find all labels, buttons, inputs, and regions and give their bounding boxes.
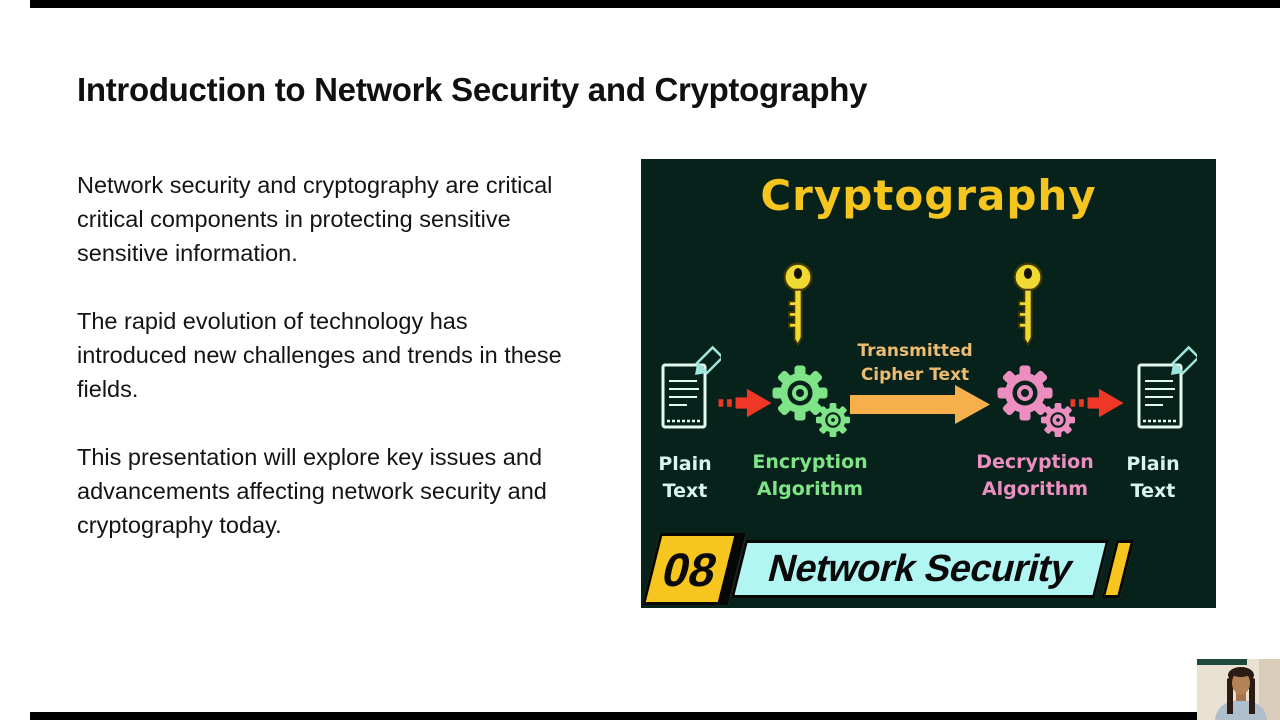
plain-text-label-left: Plain Text: [658, 453, 712, 502]
infographic-title: Cryptography: [760, 171, 1097, 220]
chapter-banner: 08 Network Security: [642, 533, 1135, 605]
letterbox-bottom-bar: [30, 712, 1280, 720]
red-arrow-icon-right: [1070, 388, 1124, 418]
plain-text-document-icon-right: [1137, 345, 1197, 429]
paragraph-1: Network security and cryptography are cr…: [77, 172, 553, 266]
orange-arrow-icon: [850, 385, 990, 424]
plain-text-document-icon: [661, 345, 721, 429]
encryption-key-icon: [783, 262, 813, 347]
paragraph-2: The rapid evolution of technology has in…: [77, 308, 562, 402]
decryption-algorithm-label: Decryption Algorithm: [976, 451, 1094, 500]
slide-title: Introduction to Network Security and Cry…: [77, 71, 868, 108]
encryption-algorithm-label: Encryption Algorithm: [752, 451, 868, 500]
chapter-number-badge: 08: [642, 533, 746, 605]
cryptography-infographic: Cryptography Transmitted Cipher Text: [641, 159, 1216, 608]
presenter-webcam-overlay: [1197, 659, 1280, 720]
red-arrow-icon-left: [718, 388, 772, 418]
presenter-figure: [1197, 659, 1280, 720]
paragraph-3: This presentation will explore key issue…: [77, 444, 547, 538]
letterbox-top-bar: [30, 0, 1280, 8]
plain-text-label-right: Plain Text: [1126, 453, 1180, 502]
decryption-key-icon: [1013, 262, 1043, 347]
encryption-gears-icon: [772, 365, 851, 438]
slide-body: Network security and cryptography are cr…: [77, 168, 662, 576]
chapter-title-badge: Network Security: [730, 540, 1110, 598]
transmitted-cipher-text-label: Transmitted Cipher Text: [857, 341, 973, 385]
decryption-gears-icon: [997, 365, 1076, 438]
